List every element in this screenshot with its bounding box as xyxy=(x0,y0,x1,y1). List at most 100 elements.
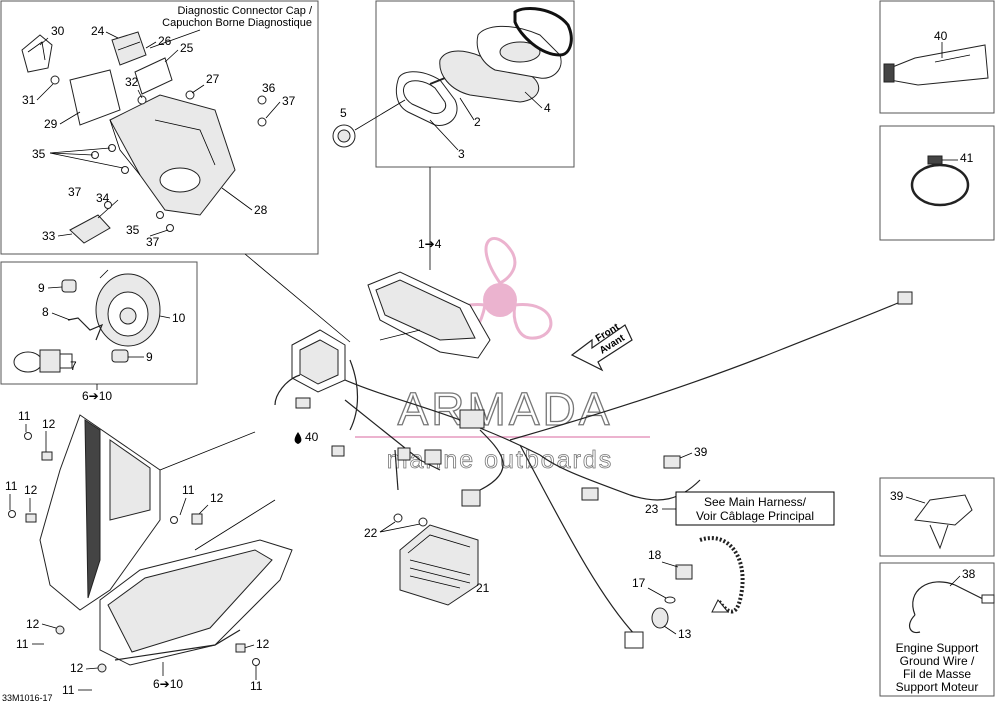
callout-12-e: 12 xyxy=(256,637,270,651)
sealant-drop-icon xyxy=(294,432,302,444)
bulb-9-bottom-part xyxy=(111,349,129,363)
callout-41: 41 xyxy=(960,151,974,165)
diagnostic-note-line2: Capuchon Borne Diagnostique xyxy=(162,17,312,29)
watermark-brand: ARMADA xyxy=(398,383,613,435)
spring-clip-part xyxy=(67,317,104,341)
callout-26: 26 xyxy=(158,34,172,48)
bracket-assembly-box xyxy=(0,0,319,255)
callout-12-f: 12 xyxy=(70,661,84,675)
gauge-cluster-assembled-part xyxy=(367,271,491,359)
callout-9-bottom: 9 xyxy=(146,350,153,364)
callout-33: 33 xyxy=(42,229,56,243)
harness-note-box xyxy=(675,491,835,526)
callout-24: 24 xyxy=(91,24,105,38)
callout-31: 31 xyxy=(22,93,36,107)
callout-18: 18 xyxy=(648,548,662,562)
callout-6-to-10-bottom: 6➔10 xyxy=(153,677,183,691)
callout-11-a: 11 xyxy=(18,409,31,423)
callout-34: 34 xyxy=(96,191,110,205)
callout-28: 28 xyxy=(254,203,268,217)
clip-box xyxy=(879,477,995,557)
callout-7: 7 xyxy=(70,359,77,373)
lanyard-ring-part xyxy=(664,596,676,604)
gauge-lens-part xyxy=(439,50,540,103)
callout-12-d: 12 xyxy=(26,617,40,631)
callout-5: 5 xyxy=(340,106,347,120)
callout-21: 21 xyxy=(476,581,490,595)
watermark-tagline: marine outboards xyxy=(387,446,614,474)
box-leader-line xyxy=(244,253,351,343)
ground-note-line2: Ground Wire / xyxy=(900,654,975,668)
diagnostic-cap-part xyxy=(21,34,53,73)
ground-wire-38-part xyxy=(908,581,995,634)
callout-30: 30 xyxy=(51,24,65,38)
callout-22: 22 xyxy=(364,526,378,540)
gauge-screw-part xyxy=(429,77,446,85)
gauge-bezel-part xyxy=(395,71,458,126)
callout-36: 36 xyxy=(262,81,276,95)
callout-35-a: 35 xyxy=(32,147,46,161)
diagnostic-connector-part xyxy=(111,31,147,66)
callout-39-box: 39 xyxy=(890,489,904,503)
gauge-gasket-part xyxy=(513,7,573,57)
halogen-bulb-part xyxy=(13,349,73,373)
callout-12-c: 12 xyxy=(210,491,224,505)
callout-12-b: 12 xyxy=(24,483,38,497)
callout-4: 4 xyxy=(544,101,551,115)
lanyard-switch-part xyxy=(624,607,669,649)
gauge-dial-part xyxy=(332,124,356,148)
callout-35-b: 35 xyxy=(126,223,140,237)
callout-11-c: 11 xyxy=(182,483,195,497)
ground-note-line1: Engine Support xyxy=(896,641,979,655)
callout-11-b: 11 xyxy=(5,479,18,493)
bracket-body-part xyxy=(69,69,236,216)
safety-lanyard-part xyxy=(675,536,745,614)
callout-13: 13 xyxy=(678,627,692,641)
ground-note-line4: Support Moteur xyxy=(896,680,979,694)
callout-11-f: 11 xyxy=(62,683,75,697)
callout-10: 10 xyxy=(172,311,186,325)
headlight-bulb-box xyxy=(0,261,198,385)
callout-11-d: 11 xyxy=(16,637,29,651)
callout-29: 29 xyxy=(44,117,58,131)
ground-wire-box xyxy=(879,562,995,697)
harness-connector-block-part xyxy=(291,329,346,393)
sealant-tube-part xyxy=(883,44,989,86)
clamp-box xyxy=(879,125,995,241)
harness-note-line2: Voir Câblage Principal xyxy=(696,509,814,523)
callout-6-to-10-top: 6➔10 xyxy=(82,389,112,403)
callout-8: 8 xyxy=(42,305,49,319)
callout-25: 25 xyxy=(180,41,194,55)
callout-39-harness: 39 xyxy=(694,445,708,459)
headlight-reflector-part xyxy=(95,269,161,347)
callout-9-top: 9 xyxy=(38,281,45,295)
gauge-assembly-box xyxy=(375,0,575,168)
callout-17: 17 xyxy=(632,576,646,590)
headlight-lower-part xyxy=(99,539,293,666)
mounting-plate-part xyxy=(134,57,173,95)
callout-37-top: 37 xyxy=(282,94,296,108)
callout-40-drop: 40 xyxy=(305,430,319,444)
headlight-upper-part xyxy=(39,414,161,611)
callout-11-e: 11 xyxy=(250,679,263,693)
callout-3: 3 xyxy=(458,147,465,161)
callout-27: 27 xyxy=(206,72,220,86)
diagnostic-note-line1: Diagnostic Connector Cap / xyxy=(177,5,312,17)
callout-12-a: 12 xyxy=(42,417,56,431)
clip-39-part xyxy=(914,494,973,550)
callout-37-mid: 37 xyxy=(68,185,82,199)
callout-1-to-4: 1➔4 xyxy=(418,237,442,251)
callout-40-tube: 40 xyxy=(934,29,948,43)
sealant-box xyxy=(879,0,995,114)
bulb-9-top-part xyxy=(61,279,77,293)
harness-note-line1: See Main Harness/ xyxy=(704,495,807,509)
ground-note-line3: Fil de Masse xyxy=(903,667,971,681)
callout-37-bottom: 37 xyxy=(146,235,160,249)
diagram-code: 33M1016-17 xyxy=(2,693,53,703)
main-harness-part xyxy=(274,291,913,641)
callout-32: 32 xyxy=(125,75,139,89)
front-direction-arrow xyxy=(570,324,633,372)
callout-23: 23 xyxy=(645,502,659,516)
